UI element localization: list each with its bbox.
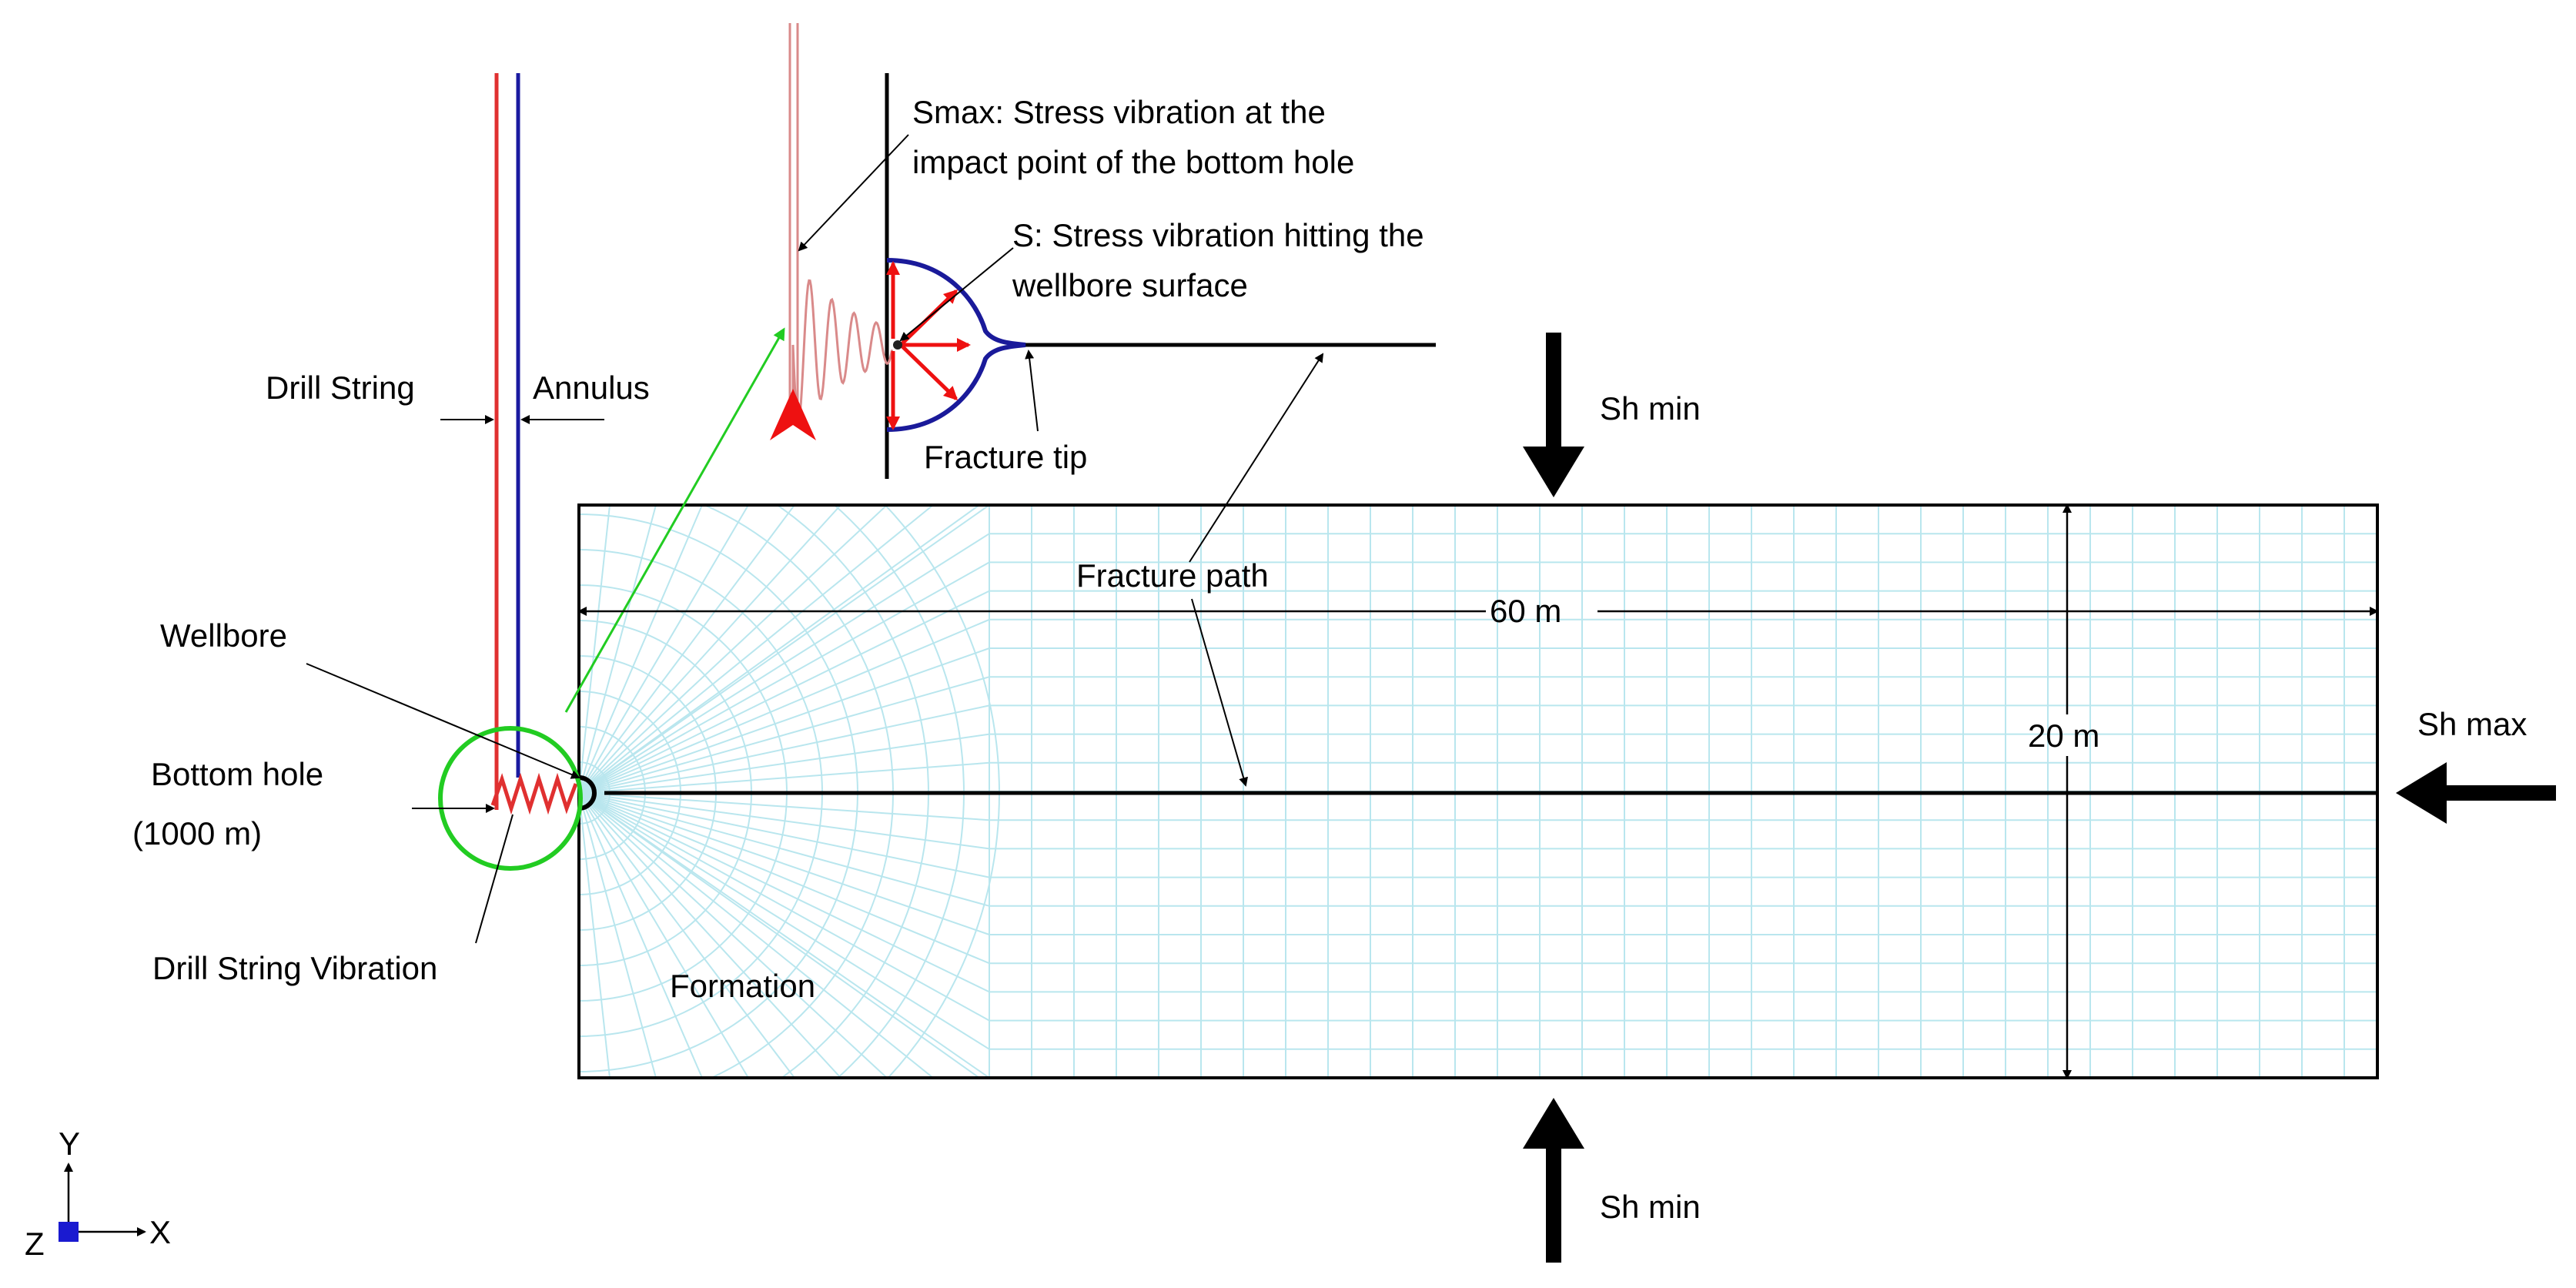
coordinate-axes [59,1163,146,1242]
z-axis-marker [59,1222,79,1242]
smax-leader [798,134,909,252]
drill-string-vibration-leader [475,814,514,944]
z-axis-label: Z [25,1226,45,1262]
impact-point-marker [770,389,816,440]
smax-label-line1: Smax: Stress vibration at the [912,94,1326,130]
fracture-path-label: Fracture path [1076,557,1269,594]
inset-vibration-trace [791,279,894,425]
fracture-tip-label: Fracture tip [924,439,1087,475]
s-label-line1: S: Stress vibration hitting the [1012,217,1424,253]
detail-inset [770,23,1436,479]
y-axis-label: Y [59,1126,80,1162]
wellbore-shape [578,775,597,811]
fracture-tip-leader [1025,350,1039,432]
fracture-path-leader-1 [1189,353,1324,563]
sh-max-arrow [2396,762,2556,824]
wellbore-label: Wellbore [160,617,287,654]
smax-label-line2: impact point of the bottom hole [912,144,1354,180]
width-dimension-label: 60 m [1490,593,1561,629]
sh-min-bottom-label: Sh min [1600,1189,1701,1225]
stress-arrows [886,261,971,430]
sh-min-bottom-arrow [1523,1098,1584,1263]
height-dimension-label: 20 m [2028,718,2099,754]
drill-string-vibration-label: Drill String Vibration [152,950,437,986]
detail-highlight-circle [438,726,583,871]
x-axis-label: X [149,1214,171,1250]
s-label-line2: wellbore surface [1012,267,1248,303]
formation-label: Formation [670,968,815,1004]
bottom-hole-label-line1: Bottom hole [151,756,323,792]
fracture-path-leader-2 [1191,598,1248,787]
sh-min-top-label: Sh min [1600,390,1701,427]
drill-string-label: Drill String [266,370,415,406]
detail-pointer-arrow [564,327,785,713]
sh-min-top-arrow [1523,333,1584,497]
annulus-label: Annulus [533,370,650,406]
inset-wellbore-curve [886,258,1026,432]
s-leader [899,247,1014,342]
bottom-hole-label-line2: (1000 m) [132,815,262,851]
wellbore-leader [306,663,580,779]
drill-string-vibration-wave [490,772,578,815]
sh-max-label: Sh max [2417,706,2527,742]
stress-source-dot [893,340,902,350]
